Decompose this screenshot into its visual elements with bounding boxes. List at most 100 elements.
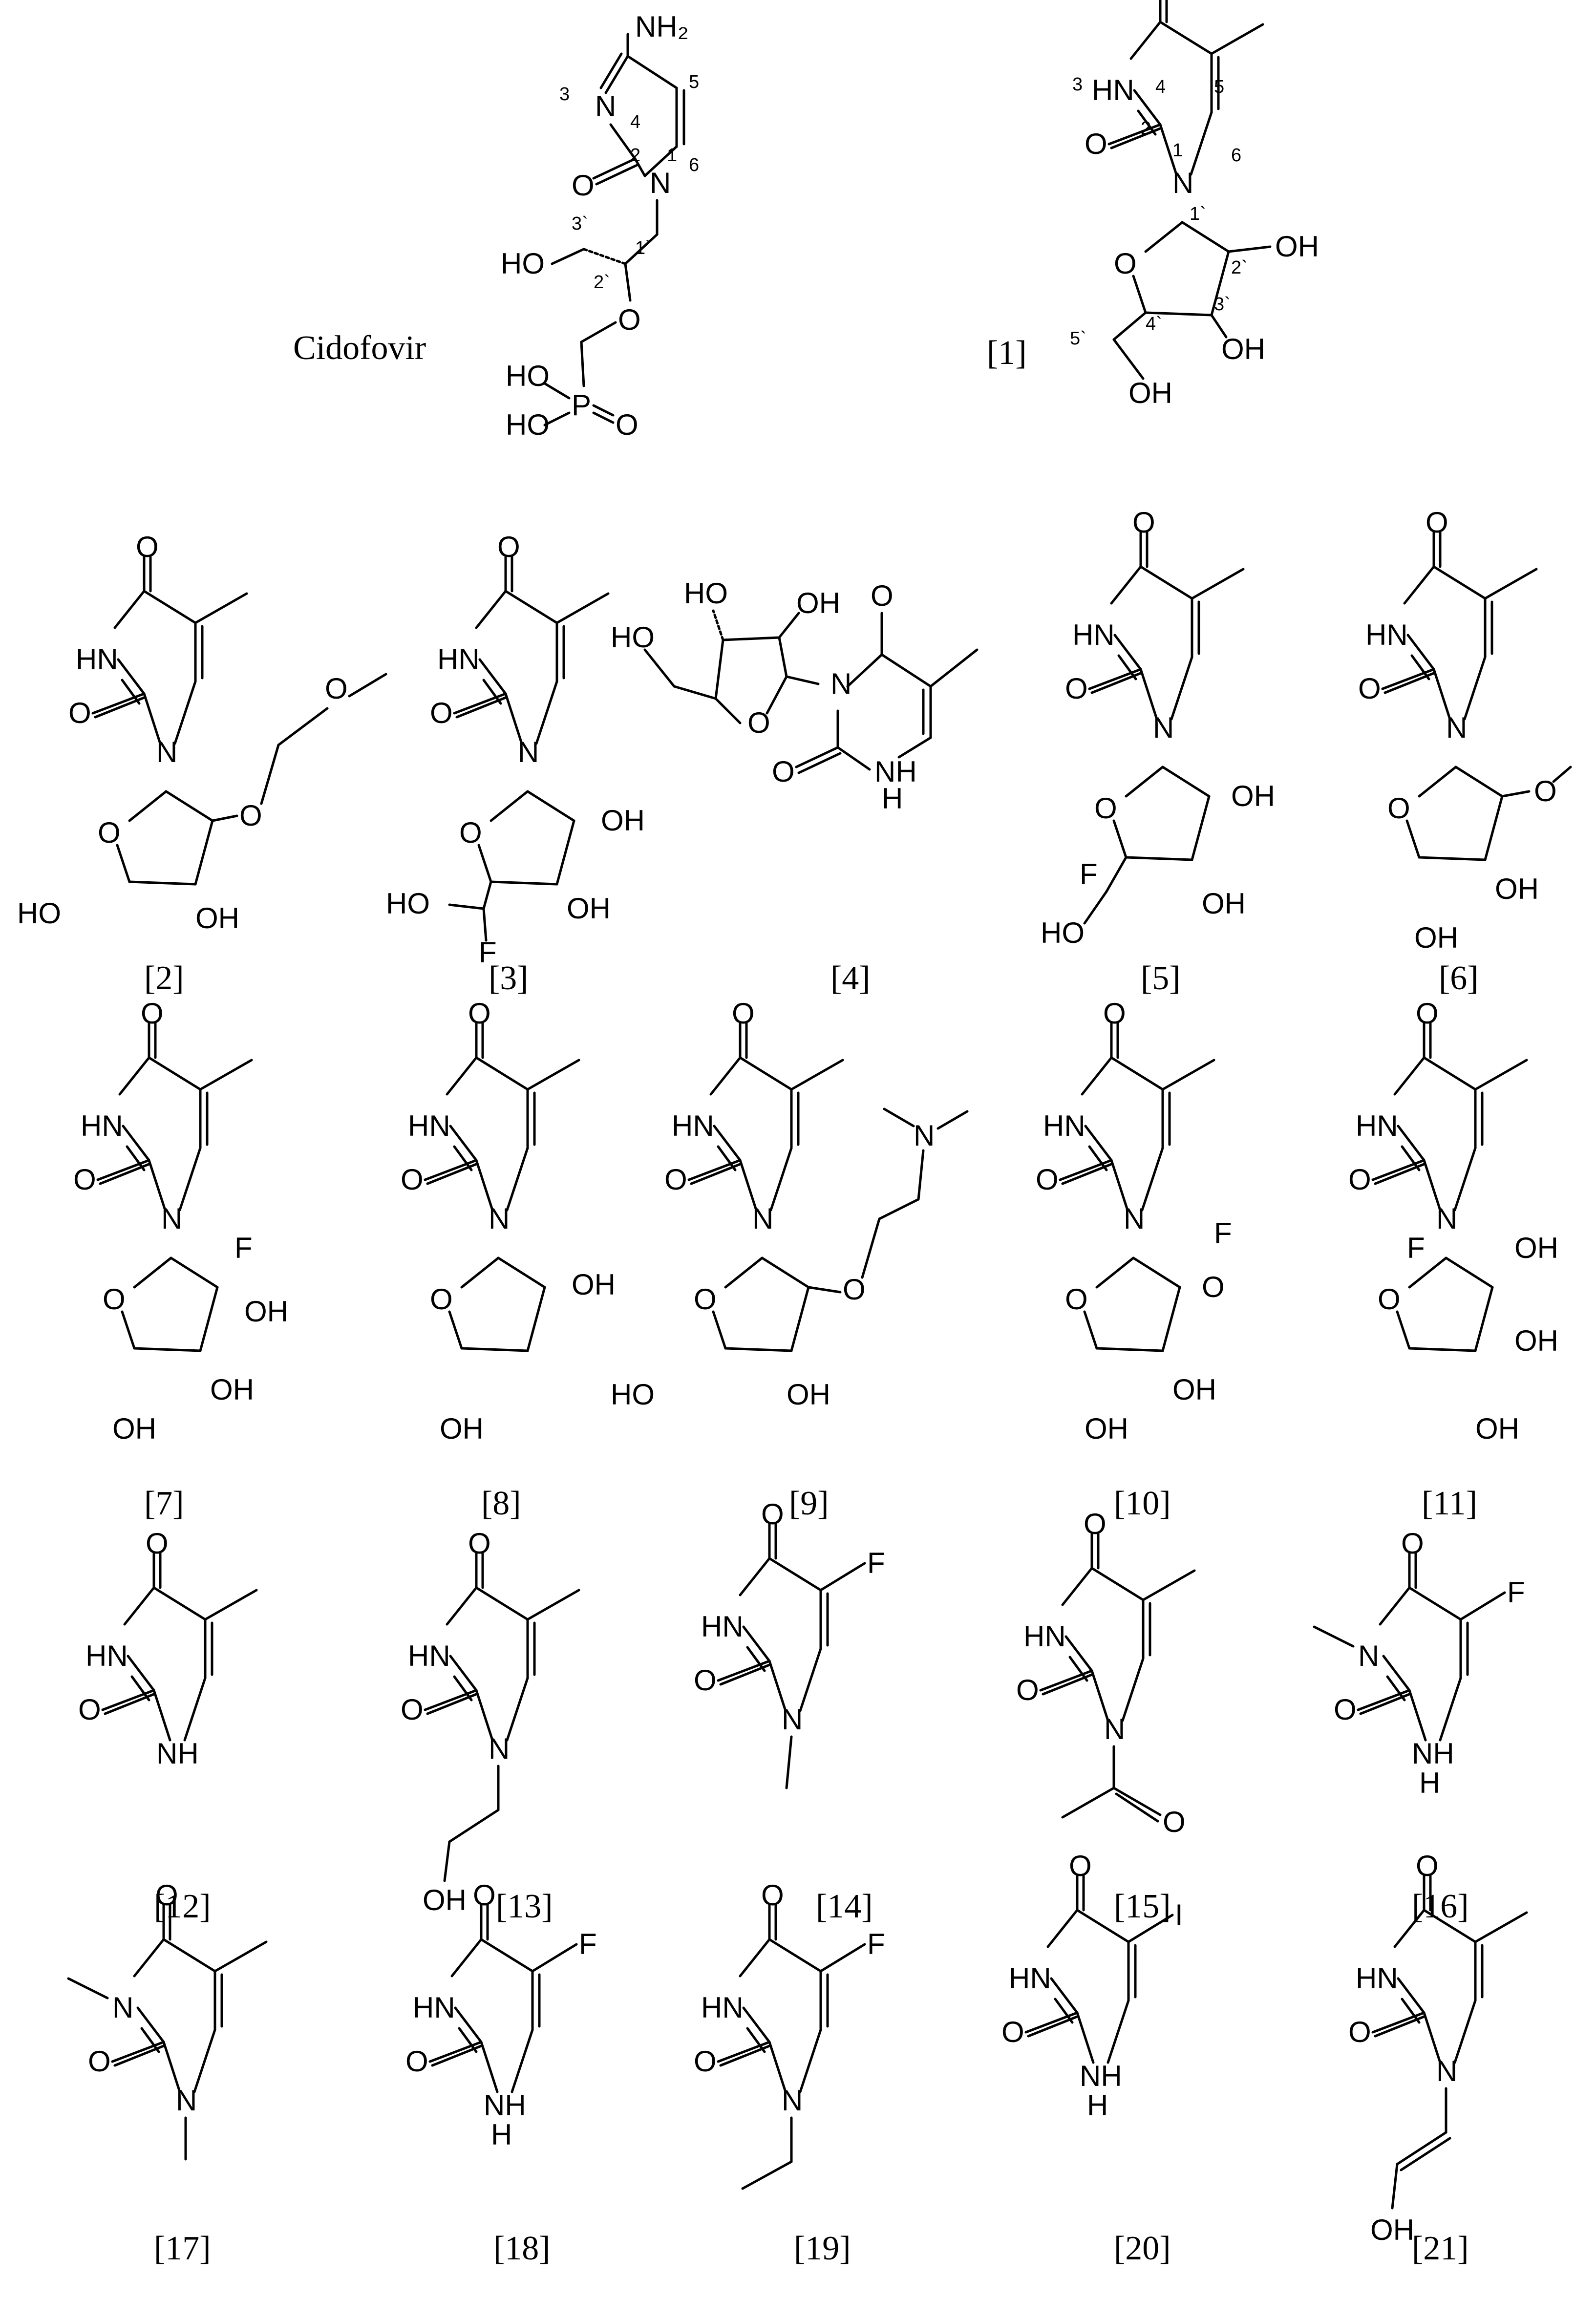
compound-label-9: [9] [789, 1485, 829, 1522]
svg-text:F: F [234, 1232, 253, 1264]
svg-text:O: O [694, 2045, 717, 2078]
svg-text:HN: HN [413, 1991, 455, 2024]
svg-text:O: O [1534, 775, 1557, 808]
svg-text:O: O [1036, 1163, 1059, 1196]
svg-text:5: 5 [689, 72, 699, 92]
svg-text:4: 4 [630, 112, 640, 132]
svg-text:F: F [867, 1547, 885, 1579]
svg-text:HN: HN [1043, 1109, 1085, 1142]
svg-text:O: O [325, 672, 348, 705]
svg-text:O: O [136, 531, 159, 563]
compound-label-10: [10] [1114, 1485, 1171, 1522]
svg-text:HN: HN [85, 1639, 128, 1672]
phosphonate-oh2: HO [506, 408, 550, 441]
svg-text:5: 5 [1214, 77, 1224, 97]
svg-text:O: O [1132, 506, 1155, 539]
svg-text:O: O [1416, 1850, 1439, 1882]
svg-text:NH: NH [484, 2089, 526, 2122]
svg-text:N: N [1436, 1202, 1457, 1235]
svg-text:O: O [141, 997, 164, 1030]
compound-9-structure: N HN O O O HO OH O N [611, 997, 969, 1411]
svg-text:NH: NH [874, 755, 917, 788]
svg-text:N: N [1153, 711, 1174, 744]
svg-text:OH: OH [1275, 230, 1319, 263]
compound-8-structure: N HN O O O OH OH [401, 997, 616, 1445]
amine-label: NH₂ [635, 10, 689, 43]
svg-text:OH: OH [440, 1412, 484, 1445]
svg-text:O: O [1114, 247, 1137, 280]
svg-text:HN: HN [1356, 1962, 1398, 1995]
svg-text:OH: OH [244, 1295, 288, 1328]
svg-text:NH: NH [1080, 2060, 1122, 2092]
compound-label-20: [20] [1114, 2230, 1171, 2267]
svg-text:HN: HN [1072, 618, 1115, 651]
svg-text:HO: HO [611, 621, 655, 654]
svg-text:O: O [146, 1527, 169, 1560]
svg-text:HN: HN [408, 1639, 450, 1672]
hydroxyl-3p: HO [501, 247, 545, 280]
svg-text:HO: HO [1041, 916, 1085, 949]
compound-label-18: [18] [493, 2230, 551, 2267]
svg-text:F: F [479, 936, 497, 969]
compound-6-structure: N HN O O O O OH OH [1358, 506, 1572, 954]
svg-text:O: O [1103, 997, 1126, 1030]
svg-text:O: O [761, 1879, 784, 1912]
compound-label-11: [11] [1422, 1485, 1477, 1522]
svg-text:O: O [68, 697, 91, 729]
svg-text:O: O [468, 997, 491, 1030]
svg-text:HN: HN [1009, 1962, 1051, 1995]
svg-text:HN: HN [701, 1991, 744, 2024]
compound-label-14: [14] [816, 1888, 873, 1925]
compound-label-4: [4] [830, 959, 871, 997]
svg-text:1: 1 [667, 145, 677, 166]
svg-text:OH: OH [1414, 921, 1458, 954]
compound-label-1: [1] [987, 334, 1027, 372]
svg-text:3`: 3` [572, 213, 588, 234]
svg-text:HN: HN [1356, 1109, 1398, 1142]
svg-text:OH: OH [210, 1373, 254, 1406]
svg-text:O: O [1348, 2016, 1371, 2048]
compound-14-structure: F N HN O O [694, 1498, 885, 1789]
svg-text:N: N [830, 667, 851, 700]
svg-text:F: F [1507, 1576, 1525, 1609]
svg-text:O: O [1163, 1806, 1186, 1838]
svg-text:O: O [664, 1163, 687, 1196]
svg-text:HN: HN [1023, 1620, 1066, 1653]
svg-text:5`: 5` [1070, 328, 1086, 349]
svg-text:HN: HN [701, 1610, 744, 1643]
svg-text:O: O [239, 799, 262, 832]
svg-text:OH: OH [1128, 377, 1172, 409]
svg-text:O: O [497, 531, 520, 563]
phosphonate-oh1: HO [506, 360, 550, 392]
compound-11-structure: N HN O O O F OH OH OH [1348, 997, 1558, 1445]
svg-text:OH: OH [1202, 887, 1246, 920]
compound-label-13: [13] [496, 1888, 553, 1925]
compound-13-structure: N HN O O OH [401, 1527, 579, 1916]
svg-text:NH: NH [156, 1737, 199, 1770]
svg-text:F: F [1407, 1232, 1425, 1264]
compound-15-structure: N HN O O O [1016, 1508, 1194, 1838]
compound-label-21: [21] [1412, 2230, 1469, 2267]
svg-text:1`: 1` [1190, 204, 1206, 224]
svg-text:O: O [761, 1498, 784, 1531]
svg-text:O: O [694, 1283, 717, 1316]
svg-text:O: O [1094, 792, 1117, 825]
svg-text:OH: OH [423, 1884, 467, 1916]
compound-5-structure: N HN O O O OH OH F HO [1041, 506, 1275, 949]
svg-text:OH: OH [1172, 1373, 1216, 1406]
svg-text:OH: OH [1221, 333, 1265, 365]
svg-text:N: N [1172, 167, 1193, 199]
svg-text:2`: 2` [1231, 257, 1248, 278]
svg-text:O: O [430, 697, 453, 729]
svg-text:HO: HO [611, 1378, 655, 1411]
compound-label-17: [17] [154, 2230, 211, 2267]
phosphonate-oxo: O [616, 408, 638, 441]
svg-text:6: 6 [689, 155, 699, 175]
svg-text:H: H [1419, 1766, 1440, 1799]
svg-text:HN: HN [81, 1109, 123, 1142]
svg-text:O: O [1387, 792, 1410, 825]
compound-18-structure: F NH H HN O O [405, 1879, 597, 2151]
svg-text:O: O [1084, 1508, 1107, 1540]
compound-17-structure: N N O O [67, 1879, 266, 2161]
svg-text:N: N [176, 2084, 197, 2117]
